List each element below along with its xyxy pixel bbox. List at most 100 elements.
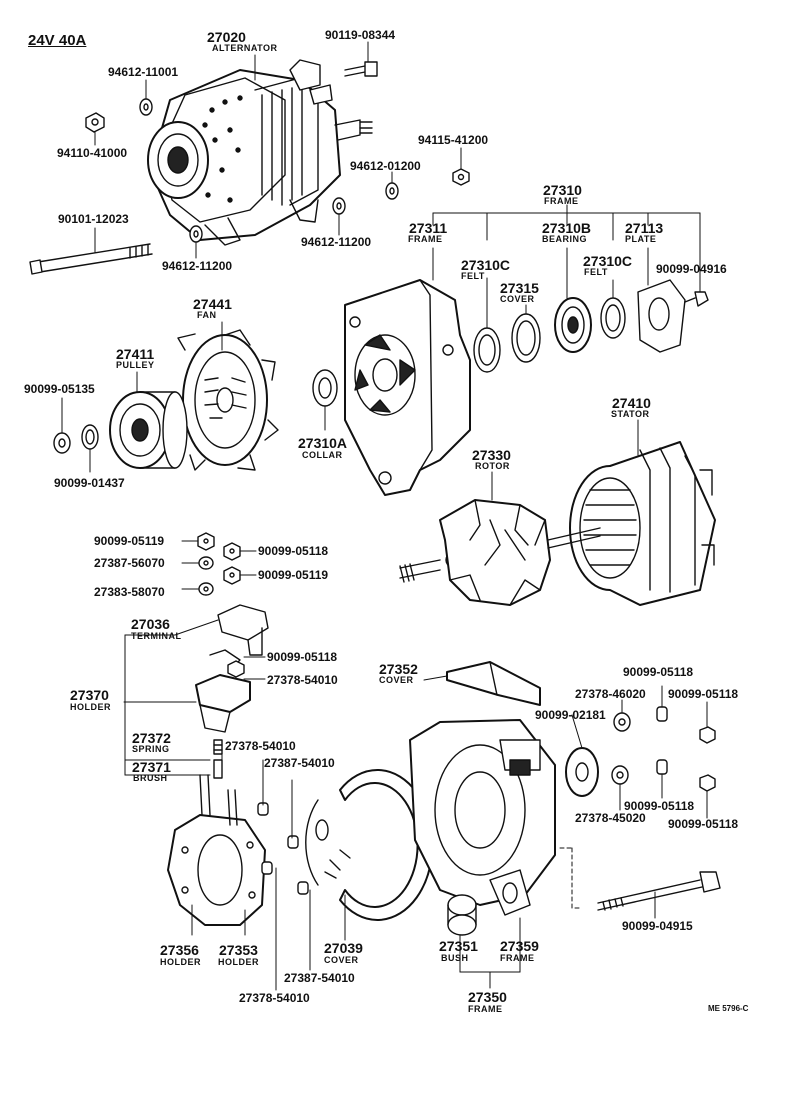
collar-drawing <box>312 369 338 407</box>
rear-frame-drawing <box>409 719 556 916</box>
part-90119-08344: 90119-08344 <box>325 28 396 42</box>
pulley-drawing <box>53 391 188 469</box>
felt-27310c-b-name: FELT <box>584 267 608 277</box>
holder-27370-number: 27370 <box>70 687 109 703</box>
part-94110-41000: 94110-41000 <box>57 146 128 160</box>
part-90099-04915: 90099-04915 <box>622 919 693 933</box>
bush-number: 27351 <box>439 938 478 954</box>
rectifier-holders-drawing <box>167 774 309 926</box>
stator-number: 27410 <box>612 395 651 411</box>
frame-27310-name: FRAME <box>544 196 579 206</box>
rotor-drawing <box>399 499 601 606</box>
brush-holder-drawing <box>195 660 251 779</box>
cover-27352-drawing <box>446 661 541 706</box>
small-nuts-drawing <box>197 532 241 596</box>
cover-27315-name: COVER <box>500 294 535 304</box>
part-27387-56070: 27387-56070 <box>94 556 165 570</box>
rotor-name: ROTOR <box>475 461 510 471</box>
part-94612-11200-left: 94612-11200 <box>162 259 233 273</box>
pulley-number: 27411 <box>116 346 155 362</box>
fan-drawing <box>177 329 279 471</box>
terminal-number: 27036 <box>131 616 170 632</box>
part-27378-54010-c: 27378-54010 <box>239 991 310 1005</box>
frame-27350-number: 27350 <box>468 989 507 1005</box>
part-90101-12023: 90101-12023 <box>58 212 129 226</box>
part-27387-54010-b: 27387-54010 <box>284 971 355 985</box>
brush-holder-leader-lines <box>123 540 346 991</box>
collar-name: COLLAR <box>302 450 343 460</box>
part-90099-05118-f: 90099-05118 <box>668 817 739 831</box>
cover-27039-number: 27039 <box>324 940 363 956</box>
part-90099-05118-a: 90099-05118 <box>258 544 329 558</box>
pulley-name: PULLEY <box>116 360 155 370</box>
collar-number: 27310A <box>298 435 348 451</box>
frame-group-bracket <box>324 204 701 431</box>
holder-27356-number: 27356 <box>160 942 199 958</box>
cover-27315-number: 27315 <box>500 280 539 296</box>
frame-27359-name: FRAME <box>500 953 535 963</box>
alternator-assembly-drawing <box>147 59 373 246</box>
holder-27370-name: HOLDER <box>70 702 111 712</box>
cover-27352-number: 27352 <box>379 661 418 677</box>
frame-27311-name: FRAME <box>408 234 443 244</box>
spring-name: SPRING <box>132 744 170 754</box>
felt-27310c-a-name: FELT <box>461 271 485 281</box>
diagram-reference-code: ME 5796-C <box>708 1004 749 1013</box>
part-90099-01437: 90099-01437 <box>54 476 125 490</box>
stator-drawing <box>569 441 716 606</box>
part-27378-46020: 27378-46020 <box>575 687 646 701</box>
drive-end-frame-drawing <box>344 279 471 496</box>
part-27378-54010-b: 27378-54010 <box>225 739 296 753</box>
part-27387-54010-a: 27387-54010 <box>264 756 335 770</box>
part-90099-05118-e: 90099-05118 <box>624 799 695 813</box>
bush-name: BUSH <box>441 953 469 963</box>
frame-27359-number: 27359 <box>500 938 539 954</box>
part-90099-05135: 90099-05135 <box>24 382 95 396</box>
terminal-name: TERMINAL <box>131 631 182 641</box>
top-leader-lines <box>94 41 462 259</box>
rear-hardware-drawing <box>447 706 721 936</box>
alternator-name: ALTERNATOR <box>212 43 278 53</box>
rating-header: 24V 40A <box>28 32 87 49</box>
part-94115-41200: 94115-41200 <box>418 133 489 147</box>
part-94612-11200-right: 94612-11200 <box>301 235 372 249</box>
holder-27356-name: HOLDER <box>160 957 201 967</box>
frame-27311-number: 27311 <box>409 220 448 236</box>
part-94612-01200: 94612-01200 <box>350 159 421 173</box>
bearing-stack-drawing <box>473 279 709 373</box>
fan-name: FAN <box>197 310 217 320</box>
part-90099-05118-d: 90099-05118 <box>668 687 739 701</box>
rear-leader-lines <box>423 675 708 989</box>
fan-pulley-leader-lines <box>61 321 223 473</box>
felt-27310c-b-number: 27310C <box>583 253 633 269</box>
plate-name: PLATE <box>625 234 657 244</box>
part-90099-04916: 90099-04916 <box>656 262 727 276</box>
felt-27310c-a-number: 27310C <box>461 257 511 273</box>
part-90099-05119-b: 90099-05119 <box>258 568 329 582</box>
fan-number: 27441 <box>193 296 232 312</box>
brush-name: BRUSH <box>133 773 168 783</box>
frame-27310-number: 27310 <box>543 182 582 198</box>
part-90099-05118-c: 90099-05118 <box>623 665 694 679</box>
alternator-number: 27020 <box>207 29 246 45</box>
rotor-number: 27330 <box>472 447 511 463</box>
part-90099-02181: 90099-02181 <box>535 708 606 722</box>
part-90099-05118-b: 90099-05118 <box>267 650 338 664</box>
cover-27039-name: COVER <box>324 955 359 965</box>
part-27378-54010-a: 27378-54010 <box>267 673 338 687</box>
part-27378-45020: 27378-45020 <box>575 811 646 825</box>
frame-27350-name: FRAME <box>468 1004 503 1014</box>
stator-rotor-leader-lines <box>491 419 639 501</box>
holder-27353-name: HOLDER <box>218 957 259 967</box>
cover-27352-name: COVER <box>379 675 414 685</box>
stator-name: STATOR <box>611 409 650 419</box>
spring-number: 27372 <box>132 730 171 746</box>
part-94612-11001: 94612-11001 <box>108 65 179 79</box>
bearing-name: BEARING <box>542 234 588 244</box>
part-27383-58070: 27383-58070 <box>94 585 165 599</box>
plate-number: 27113 <box>625 220 664 236</box>
part-90099-05119-a: 90099-05119 <box>94 534 165 548</box>
bearing-number: 27310B <box>542 220 592 236</box>
